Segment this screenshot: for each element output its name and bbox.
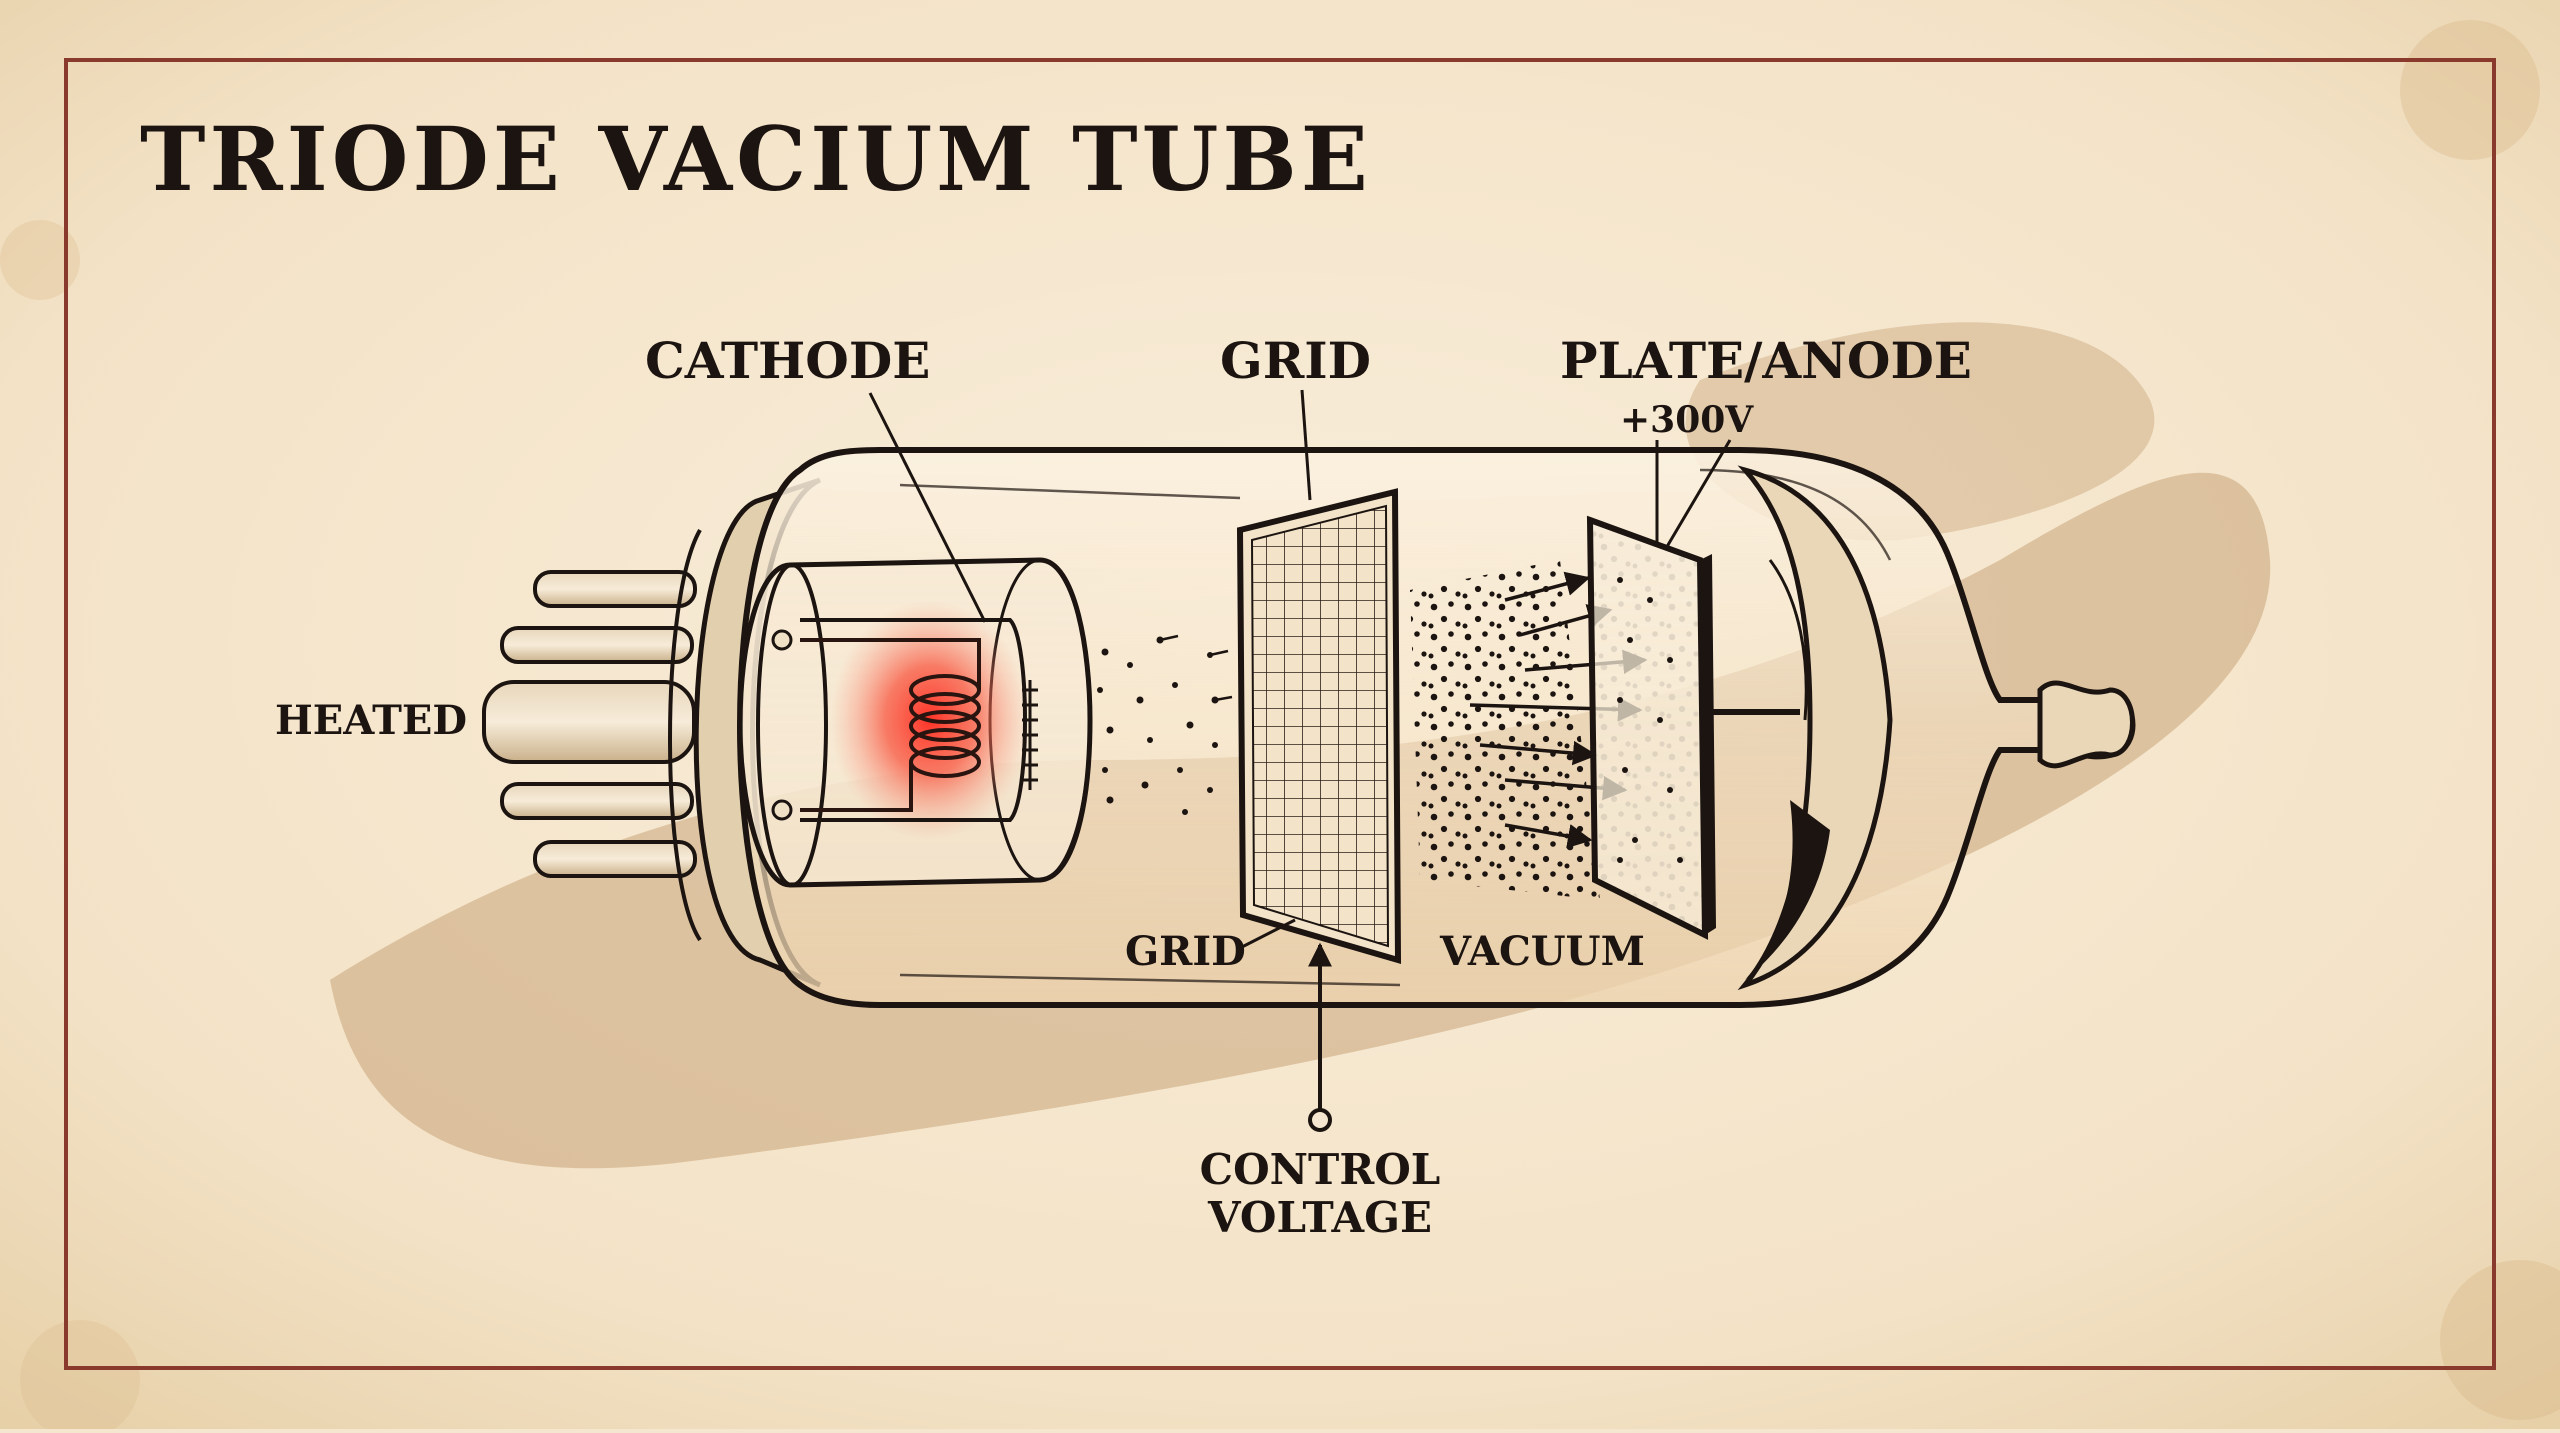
grid-bottom-leader <box>1239 918 1296 950</box>
vacuum-label: VACUUM <box>1439 928 1645 975</box>
tube-pins <box>482 570 697 878</box>
glass-highlights <box>899 468 1892 987</box>
control-grid <box>1236 488 1402 965</box>
tube-tip <box>2037 680 2135 769</box>
electron-stream-sparse <box>1097 634 1233 815</box>
vacuum-tube <box>482 447 2136 1008</box>
diagram-frame <box>64 58 2496 1370</box>
plate-leader-b <box>1663 439 1732 551</box>
grid-top-leader <box>1300 389 1312 501</box>
cathode-leader <box>868 392 987 623</box>
grid-bottom-label: GRID <box>1125 928 1246 975</box>
grid-top-label: GRID <box>1220 331 1371 390</box>
paper-stains <box>0 20 2560 1433</box>
getter-dome <box>1737 465 1893 991</box>
cathode-comb <box>1022 680 1038 790</box>
cathode-label: CATHODE <box>645 331 930 390</box>
plate-voltage-label: +300V <box>1620 399 1754 441</box>
control-voltage-label-line1: CONTROL <box>1200 1145 1441 1194</box>
diagram-title: TRIODE VACIUM TUBE <box>140 107 1372 211</box>
leader-lines <box>868 389 1732 1110</box>
electron-stream-dense <box>1410 560 1648 900</box>
cathode-assembly <box>737 557 1093 888</box>
plate-anode <box>1586 515 1716 940</box>
heater-coil <box>800 638 981 812</box>
heated-label: HEATED <box>275 697 467 744</box>
control-voltage-label-line2: VOLTAGE <box>1207 1193 1432 1242</box>
control-voltage-terminal <box>1308 1108 1332 1132</box>
plate-anode-label: PLATE/ANODE <box>1560 331 1972 390</box>
